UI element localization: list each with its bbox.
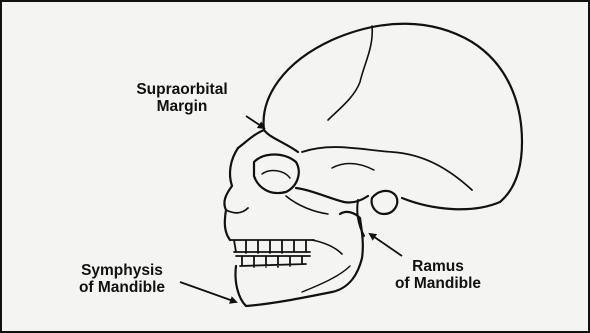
ramus-leader [370,234,402,256]
label-line: Symphysis [62,262,182,279]
label-line: Margin [114,98,250,115]
label-symphysis-of-mandible: Symphysis of Mandible [62,262,182,296]
symphysis-leader [180,282,236,302]
lower-teeth [236,256,310,267]
label-ramus-of-mandible: Ramus of Mandible [378,258,498,292]
forehead-contour [238,130,264,148]
brow-ridge [264,130,298,152]
label-line: of Mandible [378,275,498,292]
label-supraorbital-margin: Supraorbital Margin [114,81,250,115]
upper-teeth [230,240,314,253]
maxilla [225,210,230,240]
ear-canal [372,191,398,214]
coronal-suture [328,26,372,120]
label-line: of Mandible [62,279,182,296]
label-line: Ramus [378,258,498,275]
temporal-line [302,147,472,190]
cranium-outline [264,24,522,210]
orbit [254,155,299,194]
label-line: Supraorbital [114,81,250,98]
nasal-bone [224,148,238,210]
supraorbital-leader [246,116,264,128]
